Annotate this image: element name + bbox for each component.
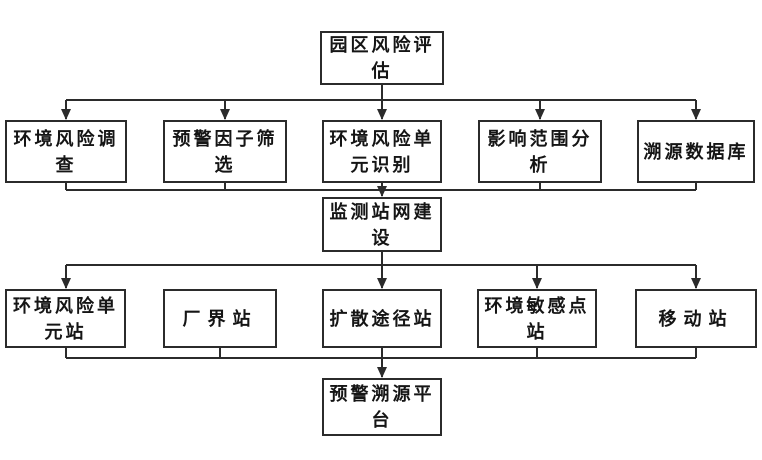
node-monitoring-network-construction: 监测站网建 设 xyxy=(322,197,442,252)
node-factory-boundary-station: 厂界站 xyxy=(163,289,277,348)
node-warning-traceability-platform: 预警溯源平 台 xyxy=(322,378,442,436)
node-env-risk-unit-station: 环境风险单 元站 xyxy=(5,289,126,348)
node-diffusion-path-station: 扩散途径站 xyxy=(322,289,442,348)
node-env-sensitive-point-station: 环境敏感点 站 xyxy=(477,289,597,348)
node-warning-factor-screening: 预警因子筛 选 xyxy=(163,120,287,183)
node-traceability-database: 溯源数据库 xyxy=(637,120,755,183)
node-mobile-station: 移动站 xyxy=(635,289,757,348)
node-env-risk-unit-identification: 环境风险单 元识别 xyxy=(322,120,442,183)
node-env-risk-survey: 环境风险调 查 xyxy=(5,120,127,183)
node-impact-scope-analysis: 影响范围分 析 xyxy=(478,120,602,183)
node-park-risk-assessment: 园区风险评 估 xyxy=(320,31,444,85)
